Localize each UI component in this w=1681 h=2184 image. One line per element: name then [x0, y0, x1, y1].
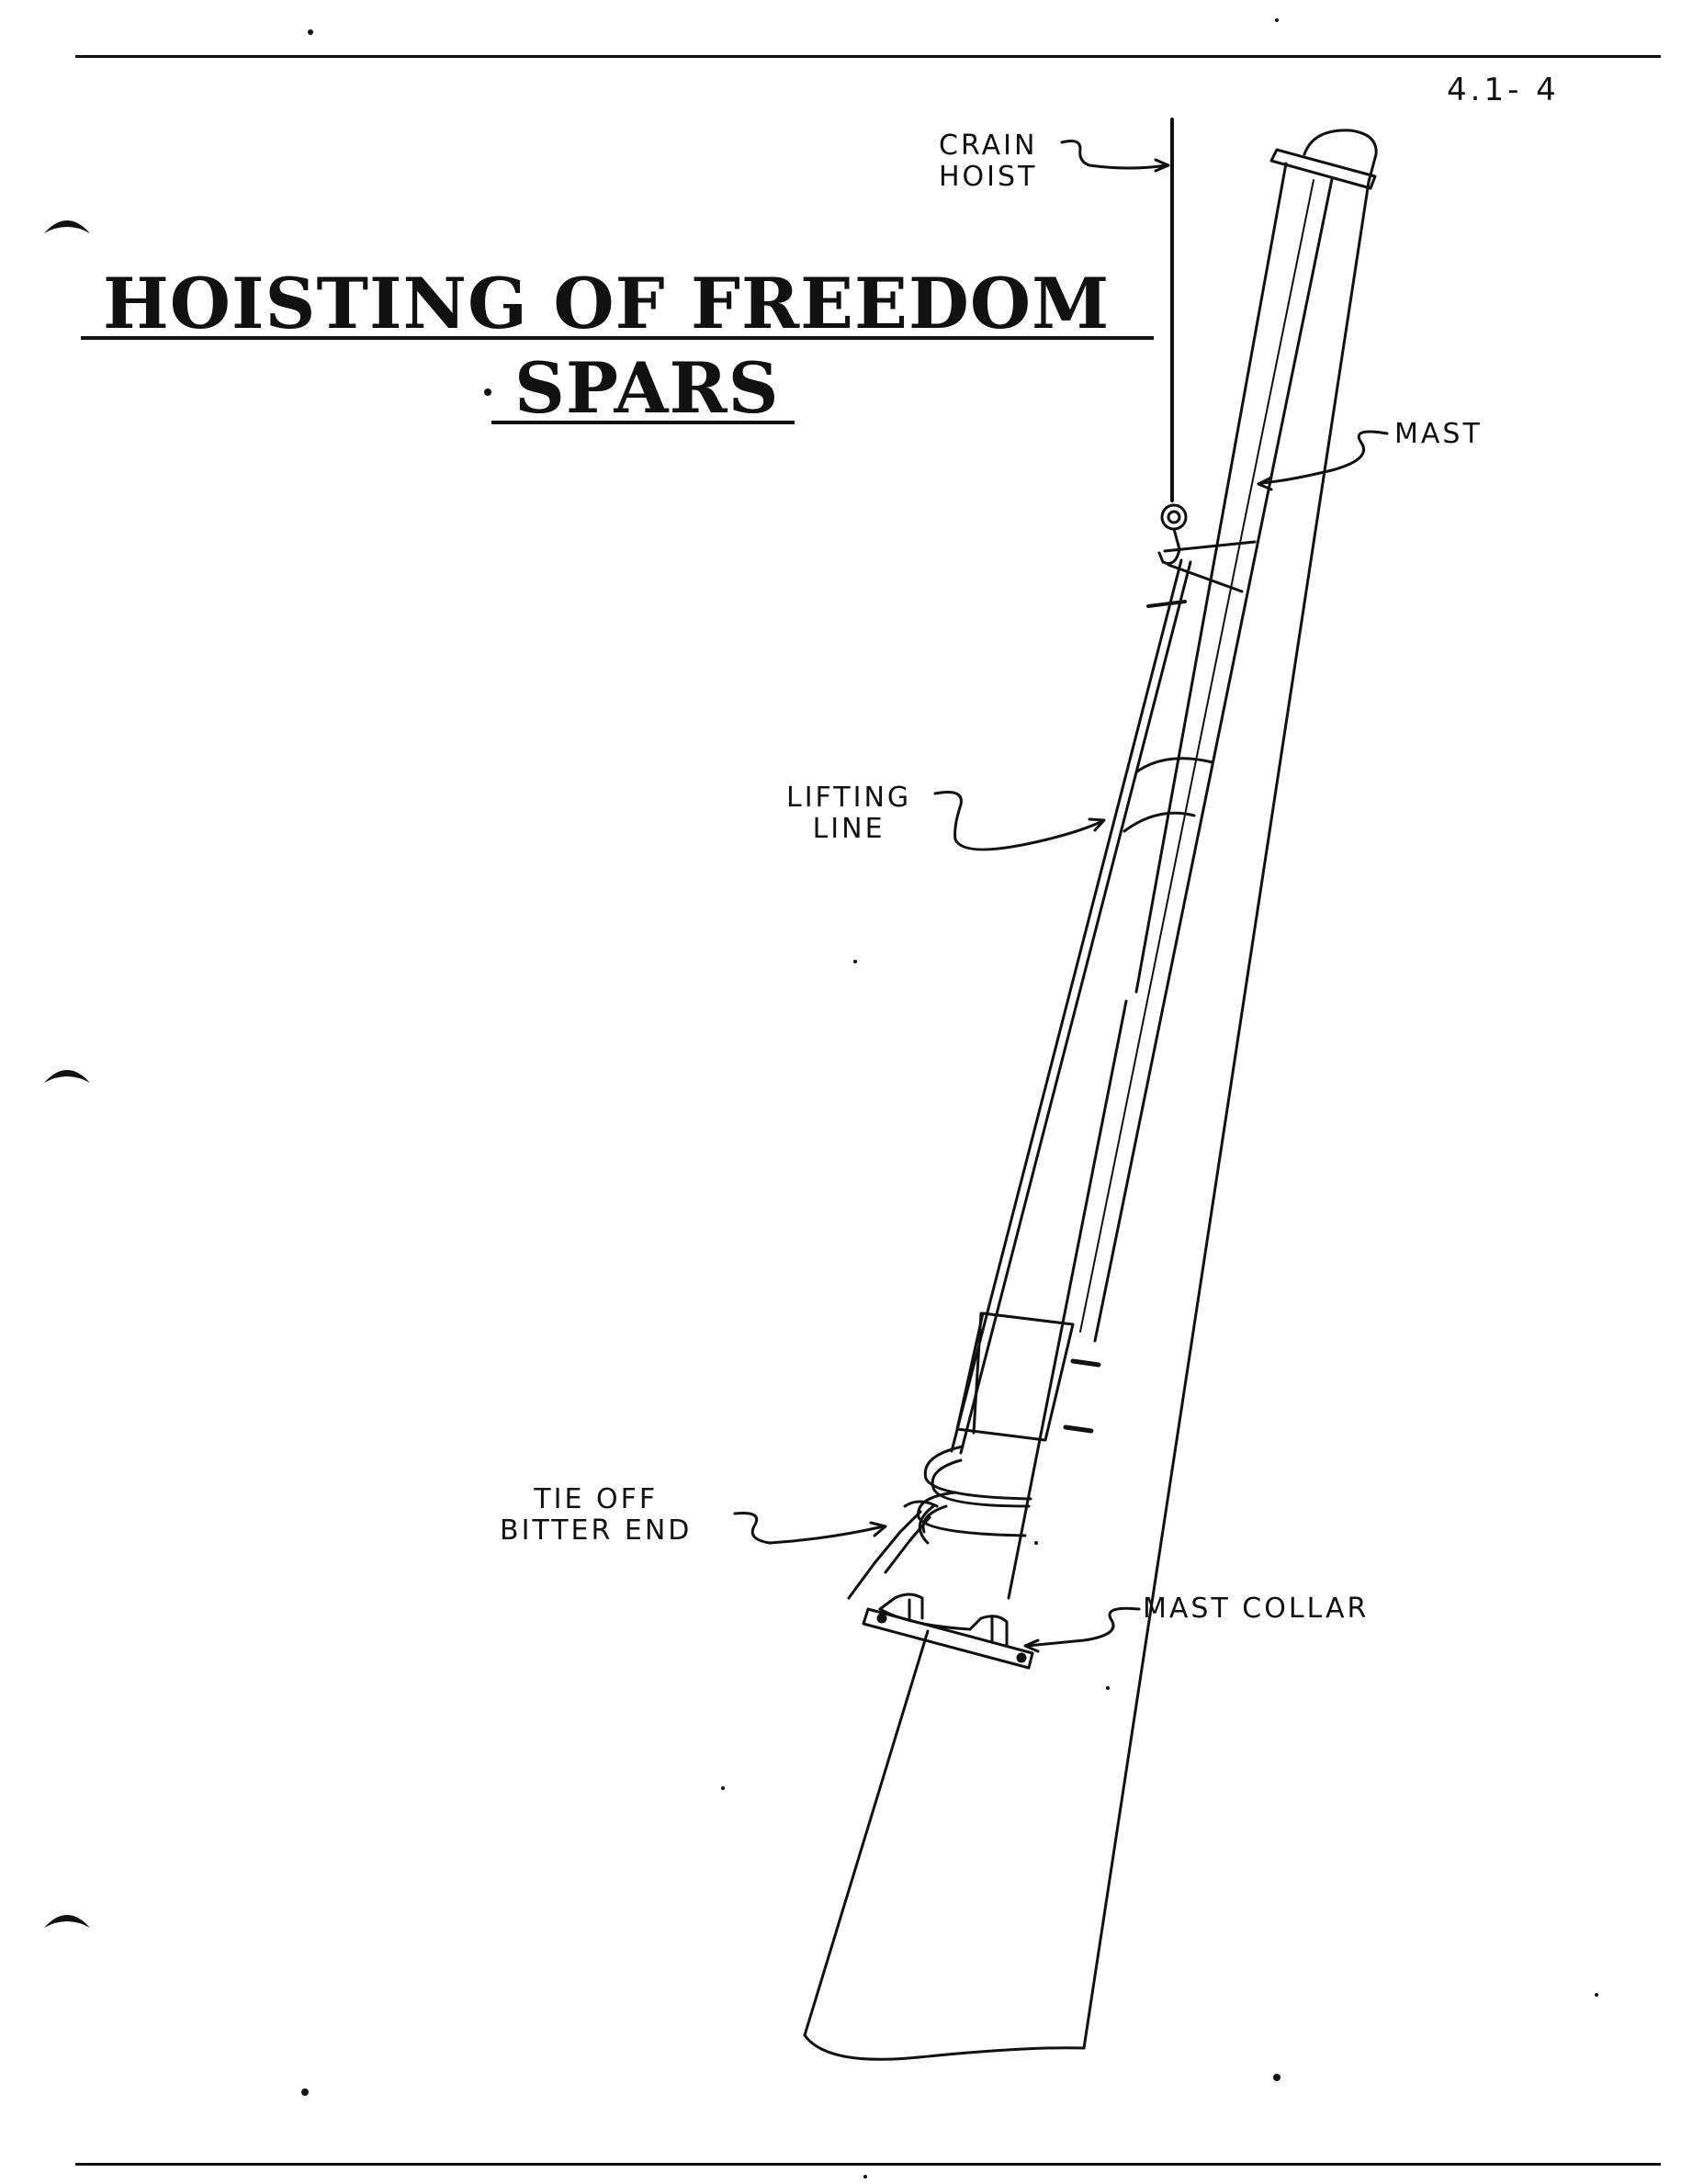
lifting-line-a	[950, 558, 1183, 1453]
leader-mast	[1258, 430, 1389, 485]
title-underline-2	[491, 421, 795, 424]
leader-mast-collar	[1025, 1606, 1141, 1648]
speck	[484, 388, 491, 396]
tie-off-loop	[918, 1504, 935, 1545]
mast-collar-lug-1	[878, 1593, 924, 1620]
binder-hole-icon	[44, 220, 90, 233]
page-title-line2: SPARS	[514, 347, 780, 429]
mast-collar-top	[878, 1607, 972, 1631]
lifting-line-b	[959, 560, 1192, 1455]
page-title-line1: HOISTING OF FREEDOM	[103, 263, 1111, 344]
line-wrap-2	[931, 1458, 1031, 1508]
leader-crain-hoist	[1060, 140, 1168, 170]
mast-break-upper	[1135, 757, 1214, 773]
arrow-mast-collar	[1023, 1638, 1040, 1653]
arrow-mast	[1257, 476, 1273, 491]
hoist-hook	[1157, 527, 1181, 565]
mast-track-line-b	[1079, 179, 1314, 1333]
mast-break-lower	[1123, 811, 1196, 833]
speck	[1275, 18, 1279, 22]
leader-tie-off	[733, 1512, 886, 1545]
sleeve-bolt-1	[1070, 1358, 1101, 1368]
sleeve-bolt-2	[1063, 1424, 1094, 1434]
mast-bottom	[803, 2033, 1086, 2061]
hoist-ring-inner	[1167, 510, 1181, 524]
label-mast: MAST	[1394, 418, 1483, 450]
label-mast-collar: MAST COLLAR	[1143, 1593, 1370, 1625]
hoist-ring	[1160, 503, 1188, 531]
mast-sleeve-block	[955, 1312, 1075, 1442]
speck	[721, 1786, 725, 1790]
mast-collar-lug-2	[968, 1615, 1009, 1648]
speck	[1595, 1993, 1598, 1997]
speck	[1034, 1541, 1038, 1545]
mast-right-edge	[1082, 180, 1371, 2050]
mast-left-edge-upper	[1134, 162, 1288, 994]
mast-left-edge-middle	[1007, 999, 1128, 1600]
collar-rivet-1	[876, 1613, 887, 1624]
sleeve-edge	[972, 1312, 983, 1435]
mast-top-cap-dome	[1303, 129, 1378, 184]
arrow-tie-off	[869, 1521, 887, 1537]
label-lifting-line: LIFTING LINE	[786, 782, 912, 845]
title-underline-1	[81, 336, 1154, 340]
speck	[1273, 2074, 1280, 2081]
bitter-end-a	[847, 1510, 922, 1600]
speck	[308, 29, 313, 35]
bottom-rule	[75, 2163, 1661, 2166]
speck	[853, 960, 857, 963]
label-crain-hoist: CRAIN HOIST	[939, 129, 1038, 193]
arrow-crain-hoist	[1154, 158, 1170, 173]
mast-track-line-a	[1093, 177, 1334, 1343]
arrow-lifting-line	[1088, 817, 1106, 832]
speck	[1068, 310, 1072, 314]
mast-collar-plate	[862, 1607, 1034, 1670]
binder-hole-icon	[44, 1070, 90, 1083]
halyard-bar-2	[1167, 563, 1244, 593]
leader-lifting-line	[933, 791, 1104, 851]
binder-hole-icon	[44, 1915, 90, 1928]
page-number: 4.1- 4	[1447, 72, 1560, 108]
top-rule	[75, 55, 1661, 58]
speck	[863, 2175, 867, 2178]
bitter-end-b	[884, 1515, 931, 1574]
collar-rivet-2	[1016, 1652, 1027, 1663]
mast-top-cap-plate	[1269, 148, 1377, 190]
speck	[301, 2088, 309, 2096]
line-wrap-1	[923, 1445, 1032, 1501]
speck	[1106, 1686, 1110, 1690]
halyard-bar	[1163, 540, 1257, 553]
mast-left-edge-lower	[803, 1629, 930, 2037]
tie-knot	[903, 1500, 939, 1508]
label-tie-off-bitter-end: TIE OFF BITTER END	[500, 1483, 693, 1547]
line-wrap-4	[921, 1504, 948, 1534]
